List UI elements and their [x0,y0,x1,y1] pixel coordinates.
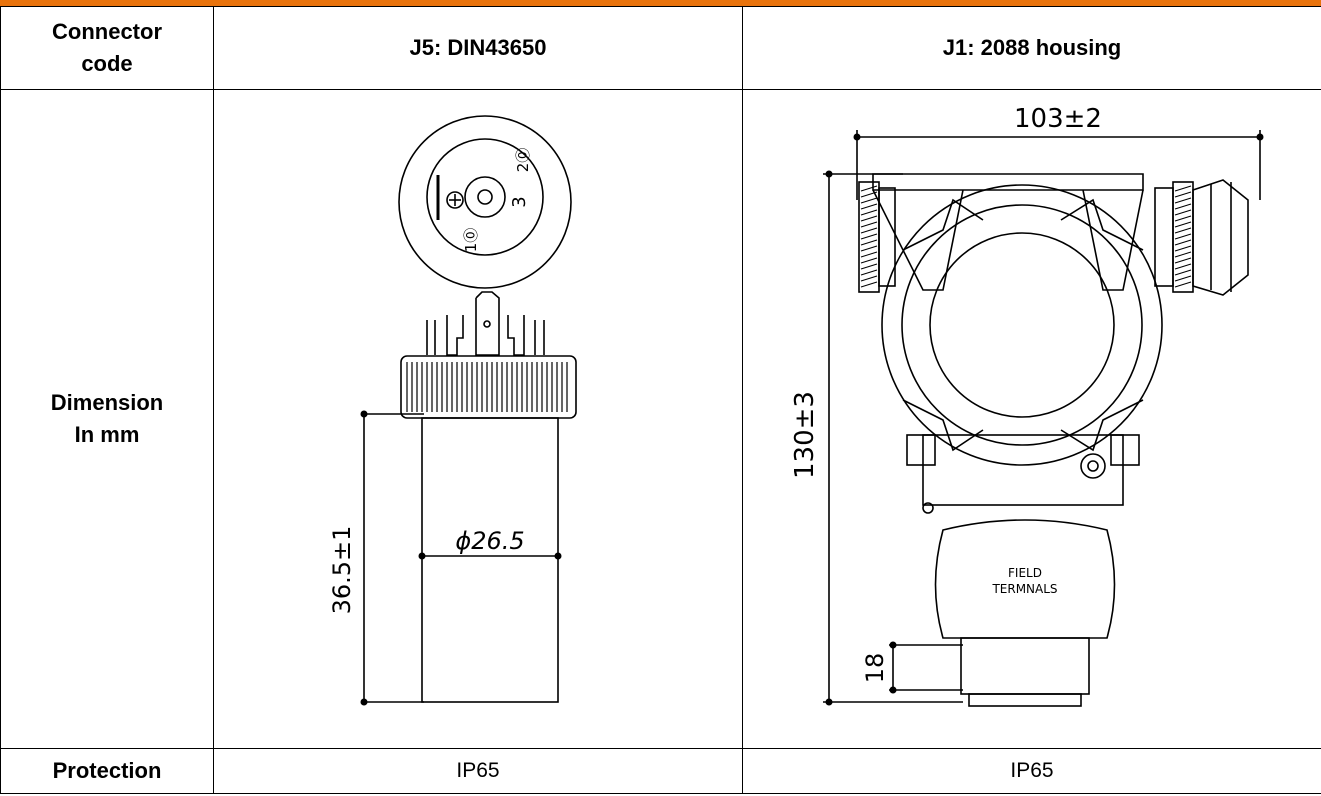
j1-header: J1: 2088 housing [742,6,1321,90]
pin-1-label: 1⓪ [462,228,480,253]
pin-3-label: 3 [509,196,530,207]
j5-diameter-dimension: ϕ26.5 [455,527,524,555]
j1-protection-value: IP65 [742,748,1321,794]
j1-body-text-line1: FIELD [1008,566,1042,580]
header-row: Connector code J5: DIN43650 J1: 2088 hou… [0,6,1321,90]
protection-row: Protection IP65 IP65 [0,748,1321,794]
j5-protection-value: IP65 [213,748,743,794]
dimension-row: Dimension In mm [0,89,1321,749]
j5-inner-ring [426,138,544,256]
connector-label-line2: code [81,51,133,76]
connector-spec-table: Connector code J5: DIN43650 J1: 2088 hou… [0,6,1321,794]
dimension-label-line1: Dimension [50,390,164,415]
j1-top-bracket [872,173,1144,191]
j5-header: J5: DIN43650 [213,6,743,90]
j5-outer-ring [398,115,572,289]
j1-neck [922,434,1124,506]
j1-housing-window [929,232,1115,418]
j1-bottom-dimension: 18 [861,653,889,684]
j1-housing-outer [881,184,1163,466]
j5-body [421,417,559,703]
j1-terminal-body [934,519,1116,639]
connector-label-line1: Connector [52,19,162,44]
j1-dimension-drawing: 103±2 130±3 18 FIELD TERMNALS [790,104,1264,707]
connector-code-header: Connector code [0,6,214,90]
protection-label: Protection [0,748,214,794]
j5-drawing-cell: 2⓪ 3 1⓪ 36.5±1 ϕ26.5 [213,89,743,749]
dimension-label: Dimension In mm [0,89,214,749]
j5-center-boss [464,176,506,218]
j5-height-dimension: 36.5±1 [328,526,356,615]
top-accent-bar [0,0,1321,6]
j1-drawing-cell: 103±2 130±3 18 FIELD TERMNALS [742,89,1321,749]
j5-dimension-drawing: 2⓪ 3 1⓪ 36.5±1 ϕ26.5 [328,115,577,706]
j1-height-dimension: 130±3 [790,391,820,479]
j1-process-connection [960,637,1090,695]
j1-width-dimension: 103±2 [1014,104,1102,134]
ground-symbol-icon [446,191,464,209]
j1-body-text-line2: TERMNALS [991,582,1057,596]
j5-center-hole [477,189,493,205]
j1-right-gland [1154,187,1174,287]
dimension-label-line2: In mm [74,422,140,447]
pin-2-label: 2⓪ [514,148,532,173]
